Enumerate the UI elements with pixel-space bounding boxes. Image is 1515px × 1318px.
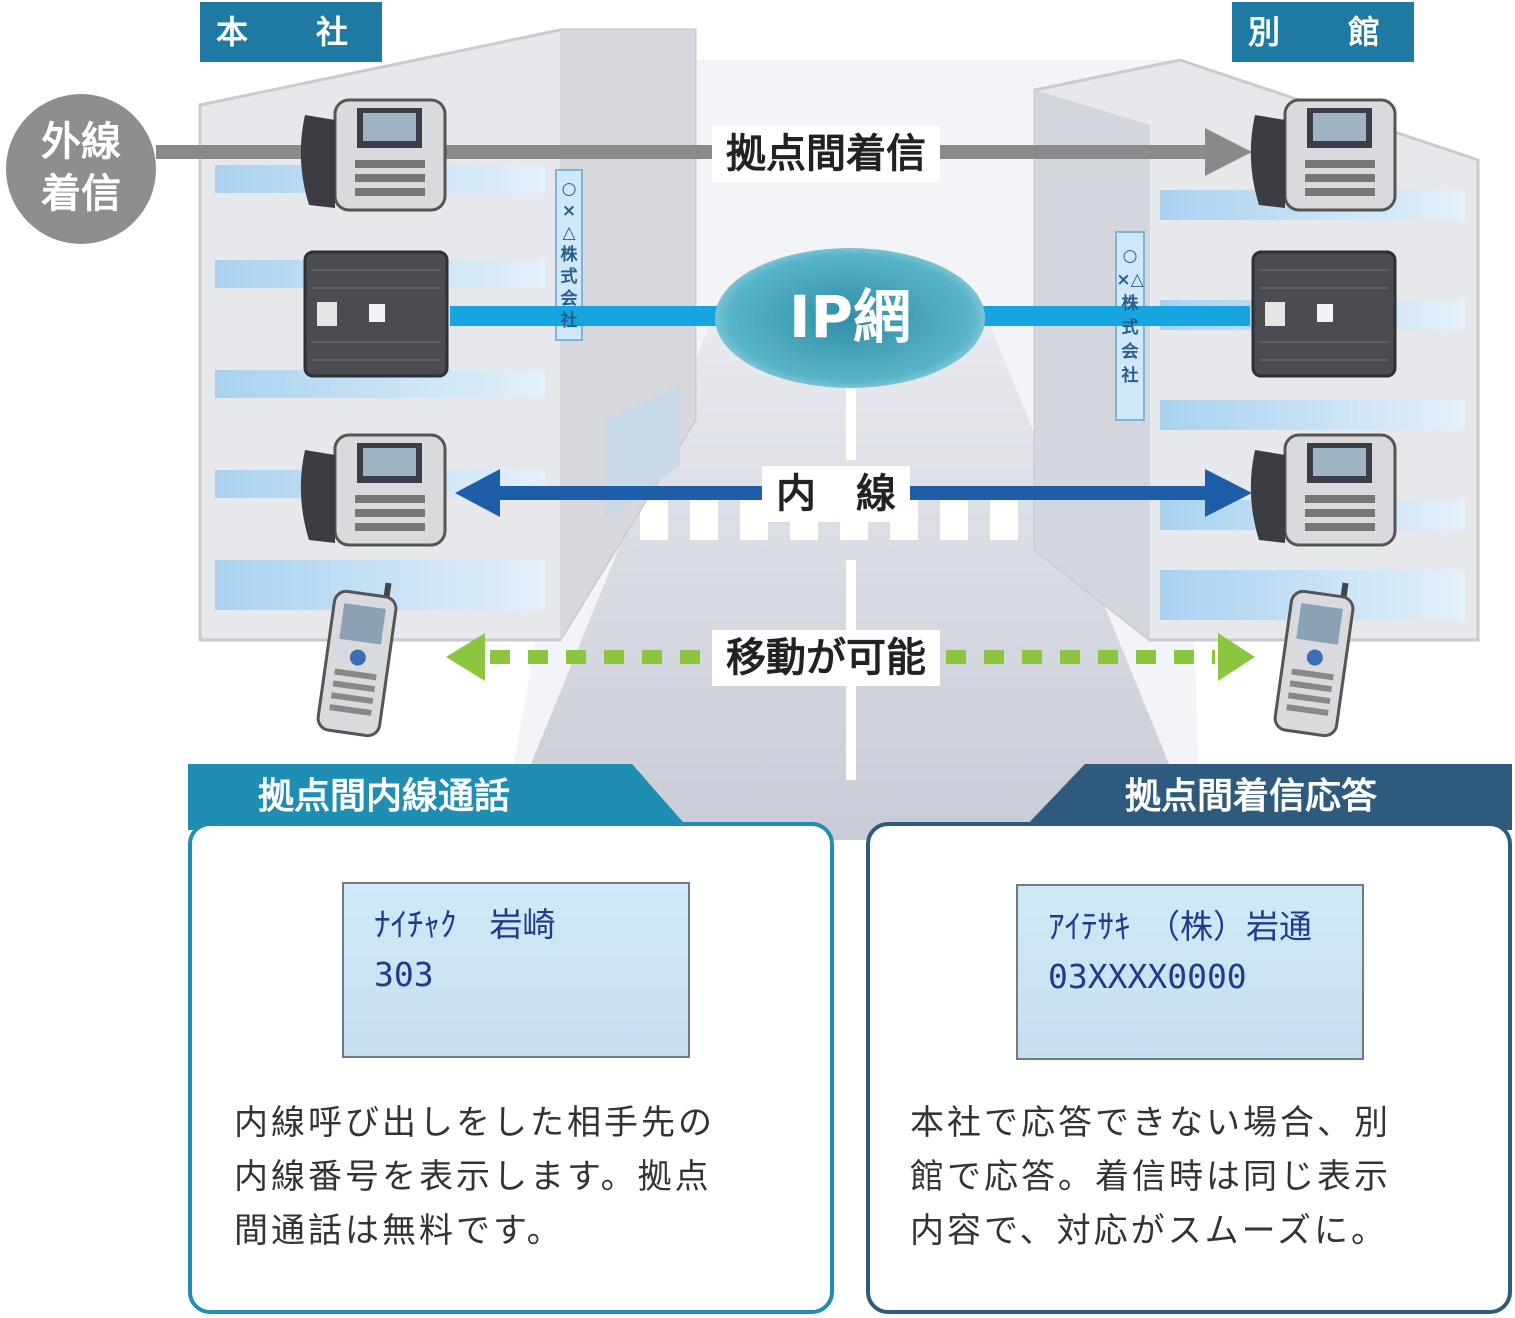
left-panel-tab-bg	[188, 764, 690, 830]
annex-tag: 別 館	[1232, 2, 1414, 62]
mobility-label: 移動が可能	[712, 630, 940, 686]
desk-phone-icon	[1250, 433, 1397, 547]
right-info-panel: ｱｲﾃｻｷ （株）岩通 03XXXX0000 本社で応答できない場合、別 館で応…	[866, 822, 1512, 1314]
inter-site-arrow-head	[1205, 128, 1252, 176]
right-display-line2: 03XXXX0000	[1048, 957, 1247, 996]
mobile-handset-icon	[316, 582, 398, 738]
right-panel-description: 本社で応答できない場合、別 館で応答。着信時は同じ表示 内容で、対応がスムーズに…	[910, 1103, 1391, 1251]
right-display-line1: ｱｲﾃｻｷ （株）岩通	[1048, 907, 1312, 946]
extension-arrow-left	[455, 469, 500, 517]
right-phone-display: ｱｲﾃｻｷ （株）岩通 03XXXX0000	[1016, 884, 1364, 1060]
external-call-badge: 外線 着信	[6, 94, 156, 244]
inter-site-call-label: 拠点間着信	[712, 126, 940, 182]
mobility-arrow-left	[446, 633, 485, 681]
left-display-line2: 303	[374, 955, 434, 994]
annex-building-sign: ○×△株式会社	[1116, 246, 1144, 386]
headquarters-tag: 本 社	[200, 2, 382, 62]
desk-phone-icon	[300, 433, 447, 547]
desk-phone-icon	[1250, 98, 1397, 212]
pbx-unit-icon	[1251, 250, 1397, 378]
left-display-line1: ﾅｲﾁｬｸ 岩崎	[374, 905, 556, 944]
pbx-unit-icon	[303, 250, 449, 378]
left-info-panel: ﾅｲﾁｬｸ 岩崎 303 内線呼び出しをした相手先の 内線番号を表示します。拠点…	[188, 822, 834, 1314]
hq-building-sign: ○×△株式会社	[560, 179, 578, 331]
desk-phone-icon	[300, 98, 447, 212]
mobility-line	[446, 633, 1255, 681]
mobility-arrow-right	[1218, 633, 1255, 681]
left-phone-display: ﾅｲﾁｬｸ 岩崎 303	[342, 882, 690, 1058]
right-panel-tab-bg	[1022, 764, 1512, 830]
left-panel-title: 拠点間内線通話	[258, 776, 511, 817]
ip-cloud	[715, 248, 985, 388]
external-call-label: 外線 着信	[41, 119, 121, 217]
right-panel-title: 拠点間着信応答	[1125, 776, 1378, 817]
extension-label: 内 線	[762, 466, 910, 522]
extension-arrow-right	[1205, 469, 1252, 517]
mobile-handset-icon	[1273, 582, 1355, 738]
left-panel-description: 内線呼び出しをした相手先の 内線番号を表示します。拠点 間通話は無料です。	[234, 1103, 715, 1251]
ip-network-label: IP網	[788, 283, 912, 351]
